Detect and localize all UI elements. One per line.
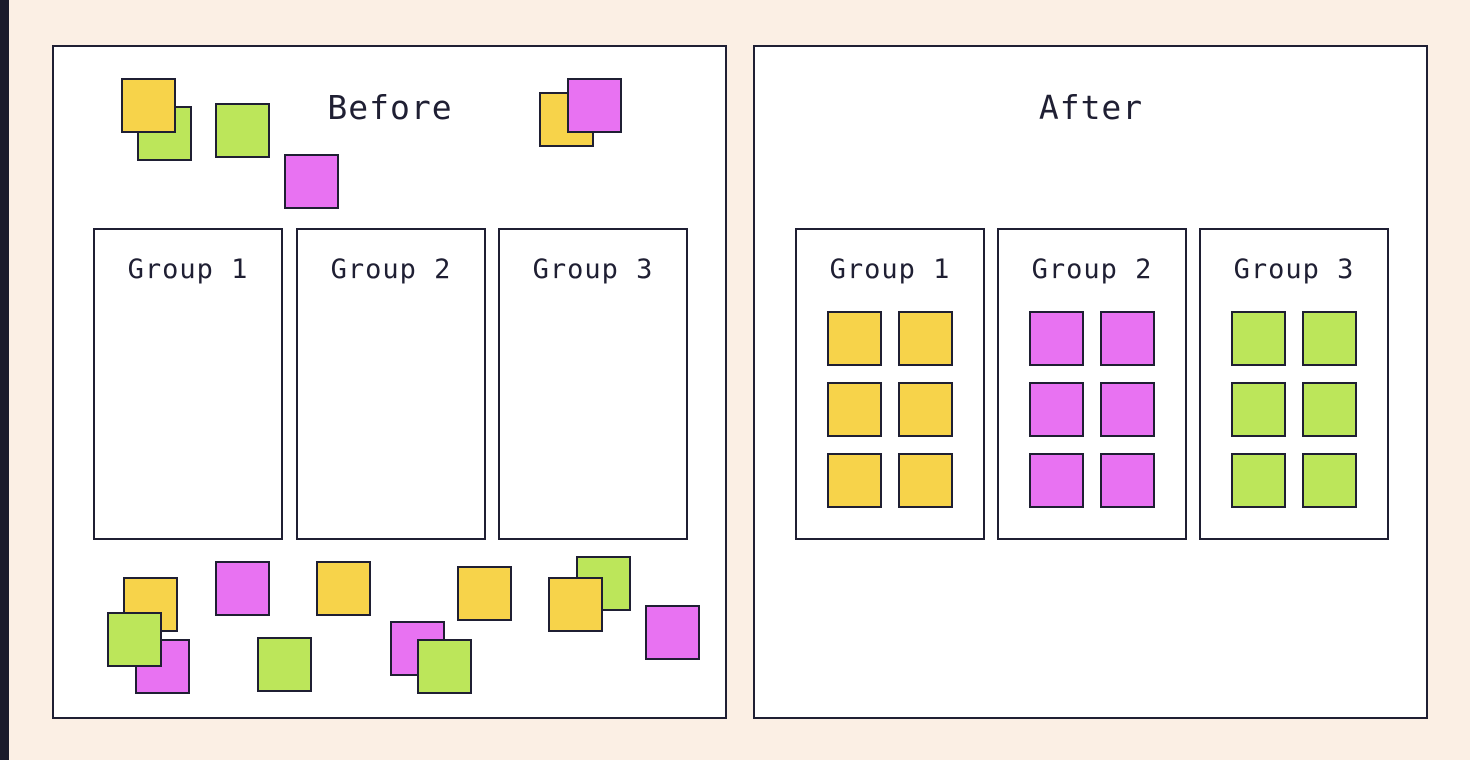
before-group-1[interactable]: Group 1	[93, 228, 283, 540]
before-group-3[interactable]: Group 3	[498, 228, 688, 540]
sticky-note[interactable]	[548, 577, 603, 632]
sticky-note[interactable]	[1302, 311, 1357, 366]
sticky-note[interactable]	[1231, 453, 1286, 508]
sticky-note[interactable]	[257, 637, 312, 692]
sticky-note[interactable]	[457, 566, 512, 621]
after-group-3[interactable]: Group 3	[1199, 228, 1389, 540]
sticky-note[interactable]	[898, 311, 953, 366]
sticky-note[interactable]	[827, 453, 882, 508]
sticky-note[interactable]	[1302, 382, 1357, 437]
sticky-note[interactable]	[645, 605, 700, 660]
group-label: Group 1	[127, 254, 249, 285]
sticky-note[interactable]	[107, 612, 162, 667]
sticky-note[interactable]	[316, 561, 371, 616]
sticky-note[interactable]	[1302, 453, 1357, 508]
sticky-note[interactable]	[1029, 311, 1084, 366]
sticky-note[interactable]	[1029, 453, 1084, 508]
sticky-note[interactable]	[1100, 453, 1155, 508]
group-label: Group 2	[1031, 254, 1153, 285]
group-label: Group 3	[1233, 254, 1355, 285]
group-label: Group 3	[532, 254, 654, 285]
sticky-note[interactable]	[1231, 382, 1286, 437]
sticky-note[interactable]	[1100, 382, 1155, 437]
sticky-note[interactable]	[215, 561, 270, 616]
sticky-note[interactable]	[1231, 311, 1286, 366]
group-label: Group 2	[330, 254, 452, 285]
before-title: Before	[327, 88, 453, 127]
sticky-note[interactable]	[1100, 311, 1155, 366]
group-label: Group 1	[829, 254, 951, 285]
sticky-note[interactable]	[215, 103, 270, 158]
after-group-2[interactable]: Group 2	[997, 228, 1187, 540]
sticky-note[interactable]	[567, 78, 622, 133]
before-group-2[interactable]: Group 2	[296, 228, 486, 540]
after-title: After	[1038, 88, 1144, 127]
after-group-1[interactable]: Group 1	[795, 228, 985, 540]
sticky-note[interactable]	[827, 311, 882, 366]
sticky-note[interactable]	[898, 453, 953, 508]
sticky-note[interactable]	[284, 154, 339, 209]
sticky-note[interactable]	[121, 78, 176, 133]
sticky-note[interactable]	[827, 382, 882, 437]
sticky-note[interactable]	[417, 639, 472, 694]
sticky-note[interactable]	[898, 382, 953, 437]
left-edge-bar	[0, 0, 9, 760]
sticky-note[interactable]	[1029, 382, 1084, 437]
